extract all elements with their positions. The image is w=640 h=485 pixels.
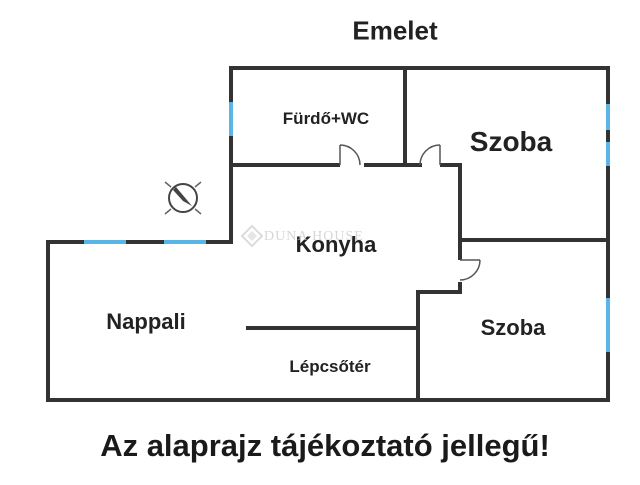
room-label-kitchen: Konyha [295,232,377,257]
disclaimer-text: Az alaprajz tájékoztató jellegű! [100,428,550,463]
room-label-stairwell: Lépcsőtér [289,357,371,376]
watermark: DUNA HOUSE [264,229,364,244]
door-bathroom [339,144,361,166]
compass-icon [164,181,202,215]
floor-title: Emelet [352,15,438,46]
watermark-logo [240,224,264,248]
room-label-bathroom: Fürdő+WC [282,109,370,128]
room-label-living-room: Nappali [106,309,186,334]
windows [84,102,610,352]
room-label-bedroom-bottom: Szoba [480,315,546,340]
room-label-bedroom-top: Szoba [469,126,553,157]
door-bedroom-top [419,144,441,166]
doors [339,144,481,281]
door-bedroom-bottom [459,259,481,281]
